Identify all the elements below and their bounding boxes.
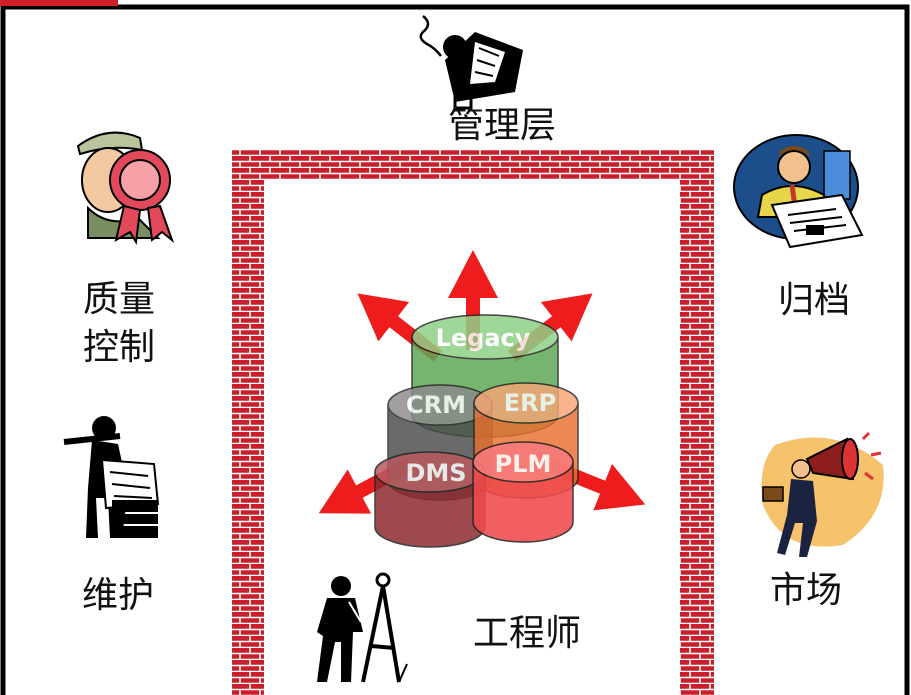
person-with-megaphone-icon (761, 431, 884, 557)
crm-label: CRM (406, 391, 466, 419)
maintenance-label: 维护 (82, 575, 155, 616)
brick-wall-left (232, 149, 264, 695)
cylinder-dms: DMS (374, 451, 486, 548)
person-with-award-ribbon-icon (76, 131, 175, 245)
corner-accent (0, 0, 118, 6)
brick-wall (232, 149, 714, 695)
engineer-with-compass-icon (317, 572, 408, 683)
outer-frame (0, 4, 910, 695)
management-label: 管理层 (448, 105, 557, 146)
brick-wall-top (232, 149, 714, 179)
man-reading-newspaper-icon (733, 134, 864, 249)
dms-label: DMS (405, 459, 466, 487)
plm-label: PLM (495, 450, 552, 478)
marketing-label: 市场 (770, 570, 843, 611)
archive-label: 归档 (778, 280, 851, 321)
brick-wall-right (680, 149, 714, 695)
manager-on-phone-icon (419, 15, 523, 110)
cylinder-plm: PLM (472, 441, 574, 543)
legacy-label: Legacy (436, 324, 531, 352)
system-cylinders: Legacy CRM ERP DMS PLM (374, 314, 579, 548)
worker-reading-blueprint-icon (63, 416, 160, 538)
erp-label: ERP (504, 389, 556, 417)
quality-control-label: 质量控制 (83, 279, 156, 368)
engineer-label: 工程师 (473, 613, 582, 654)
